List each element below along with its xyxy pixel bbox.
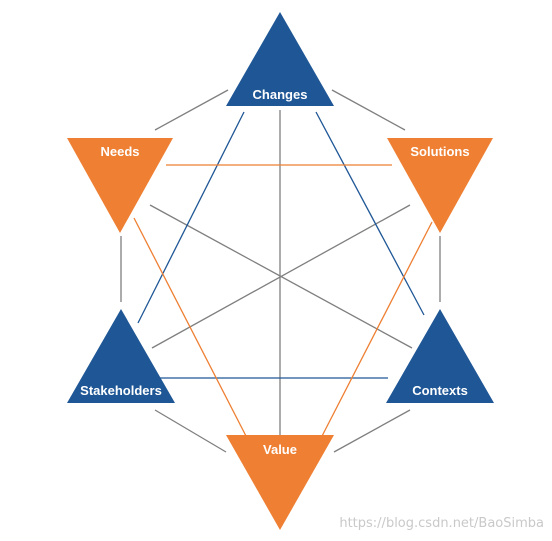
changes-label: Changes bbox=[253, 87, 308, 102]
blue-triangle-connectors bbox=[137, 111, 425, 379]
diagonal-connectors bbox=[149, 110, 413, 436]
solutions-label: Solutions bbox=[410, 144, 469, 159]
hexagon-connectors bbox=[120, 89, 441, 453]
solutions-triangle bbox=[387, 138, 493, 233]
node-value: Value bbox=[226, 435, 334, 530]
stakeholders-triangle bbox=[67, 309, 175, 403]
node-solutions: Solutions bbox=[387, 138, 493, 233]
node-contexts: Contexts bbox=[386, 309, 494, 403]
connector-value-stakeholders bbox=[154, 409, 227, 453]
needs-label: Needs bbox=[100, 144, 139, 159]
connector-solutions-stakeholders bbox=[151, 204, 411, 349]
connector-stakeholders-changes bbox=[137, 111, 245, 324]
needs-triangle bbox=[67, 138, 173, 233]
watermark-text: https://blog.csdn.net/BaoSimba bbox=[339, 516, 544, 531]
contexts-triangle bbox=[386, 309, 494, 403]
contexts-label: Contexts bbox=[412, 383, 468, 398]
value-label: Value bbox=[263, 442, 297, 457]
connector-needs-changes bbox=[154, 89, 229, 131]
connector-contexts-value bbox=[333, 409, 411, 453]
value-triangle bbox=[226, 435, 334, 530]
connector-changes-contexts bbox=[315, 111, 425, 316]
connector-value-needs bbox=[133, 217, 247, 437]
node-stakeholders: Stakeholders bbox=[67, 309, 175, 403]
node-needs: Needs bbox=[67, 138, 173, 233]
node-changes: Changes bbox=[226, 12, 334, 106]
stakeholders-label: Stakeholders bbox=[80, 383, 162, 398]
changes-triangle bbox=[226, 12, 334, 106]
orange-triangle-connectors bbox=[133, 164, 433, 441]
connector-changes-solutions bbox=[331, 89, 406, 131]
connector-solutions-value bbox=[319, 221, 433, 441]
